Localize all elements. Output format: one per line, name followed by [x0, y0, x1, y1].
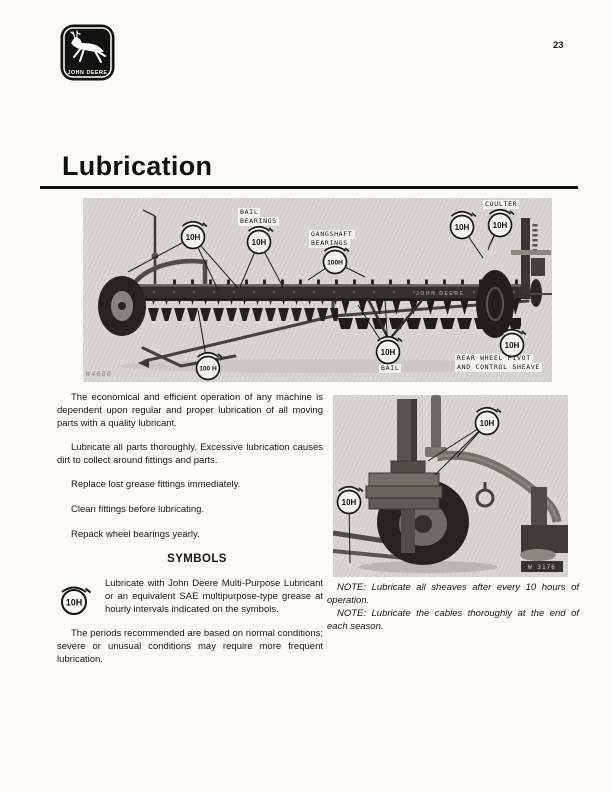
wheel-assembly-illustration: W 3176	[333, 395, 568, 573]
grease-badge-10h: 10H	[474, 406, 502, 436]
callout-gangshaft-bearings: GANGSHAFT BEARINGS	[309, 230, 355, 248]
grease-badge-10h: 10H	[449, 210, 477, 240]
grease-badge-10h: 10H	[499, 328, 527, 358]
grease-badge-10h: 10H	[336, 485, 364, 515]
paragraph-operation: The economical and efficient operation o…	[57, 392, 323, 429]
svg-text:10H: 10H	[480, 419, 495, 428]
svg-text:10H: 10H	[186, 233, 201, 242]
grease-badge-10h: 10H	[487, 208, 515, 238]
photo-watermark: W4686	[86, 370, 113, 378]
main-figure-photo: JOHN DEERE	[83, 198, 552, 382]
symbols-row: 10H Lubricate with John Deere Multi-Purp…	[57, 577, 323, 616]
paragraph-clean-fittings: Clean fittings before lubricating.	[71, 504, 205, 515]
notes-column: NOTE: Lubricate all sheaves after every …	[327, 581, 579, 633]
svg-text:10H: 10H	[342, 498, 357, 507]
machine-brand-text: JOHN DEERE	[416, 291, 465, 297]
svg-text:10H: 10H	[493, 221, 508, 230]
grease-badge-100h: 100 H	[195, 351, 223, 381]
callout-bail: BAIL	[379, 364, 402, 373]
svg-text:10H: 10H	[455, 223, 470, 232]
grease-badge-100h: 100H	[322, 245, 350, 275]
symbols-description: Lubricate with John Deere Multi-Purpose …	[105, 578, 323, 615]
john-deere-logo: JOHN DEERE	[60, 24, 115, 81]
deer-icon	[70, 30, 106, 63]
grease-badge-10h: 10H	[246, 225, 274, 255]
paragraph-repack-bearings: Repack wheel bearings yearly.	[71, 529, 200, 540]
callout-rear-wheel-pivot: REAR WHEEL PIVOT AND CONTROL SHEAVE	[455, 354, 543, 372]
note-cables: NOTE: Lubricate the cables thoroughly at…	[327, 608, 579, 632]
svg-text:100H: 100H	[327, 260, 343, 267]
grease-badge-10h: 10H	[375, 335, 403, 365]
paragraph-lubricate-all: Lubricate all parts thoroughly. Excessiv…	[57, 442, 323, 466]
note-sheaves: NOTE: Lubricate all sheaves after every …	[327, 582, 579, 606]
symbols-heading: SYMBOLS	[167, 553, 227, 565]
grease-badge-10h: 10H	[180, 220, 208, 250]
svg-text:10H: 10H	[381, 348, 396, 357]
callout-coulter: COULTER	[483, 200, 520, 209]
implement-illustration: JOHN DEERE	[98, 209, 552, 373]
rear-wheel-figure-photo: W 3176 10H 10H	[333, 395, 568, 577]
page-number: 23	[553, 40, 564, 51]
photo-watermark: W 3176	[528, 564, 556, 571]
callout-bail-bearings: BAIL BEARINGS	[238, 208, 279, 226]
svg-text:10H: 10H	[66, 598, 83, 608]
grease-can-icon: 10H	[61, 586, 92, 615]
page-title: Lubrication	[62, 151, 213, 181]
svg-text:100 H: 100 H	[199, 366, 217, 373]
title-rule: Lubrication	[40, 151, 578, 189]
svg-text:10H: 10H	[505, 341, 520, 350]
paragraph-periods: The periods recommended are based on nor…	[57, 628, 323, 665]
logo-brand-text: JOHN DEERE	[67, 70, 107, 76]
body-text-column: The economical and efficient operation o…	[57, 391, 323, 677]
paragraph-replace-fittings: Replace lost grease fittings immediately…	[71, 479, 241, 490]
svg-text:10H: 10H	[252, 238, 267, 247]
